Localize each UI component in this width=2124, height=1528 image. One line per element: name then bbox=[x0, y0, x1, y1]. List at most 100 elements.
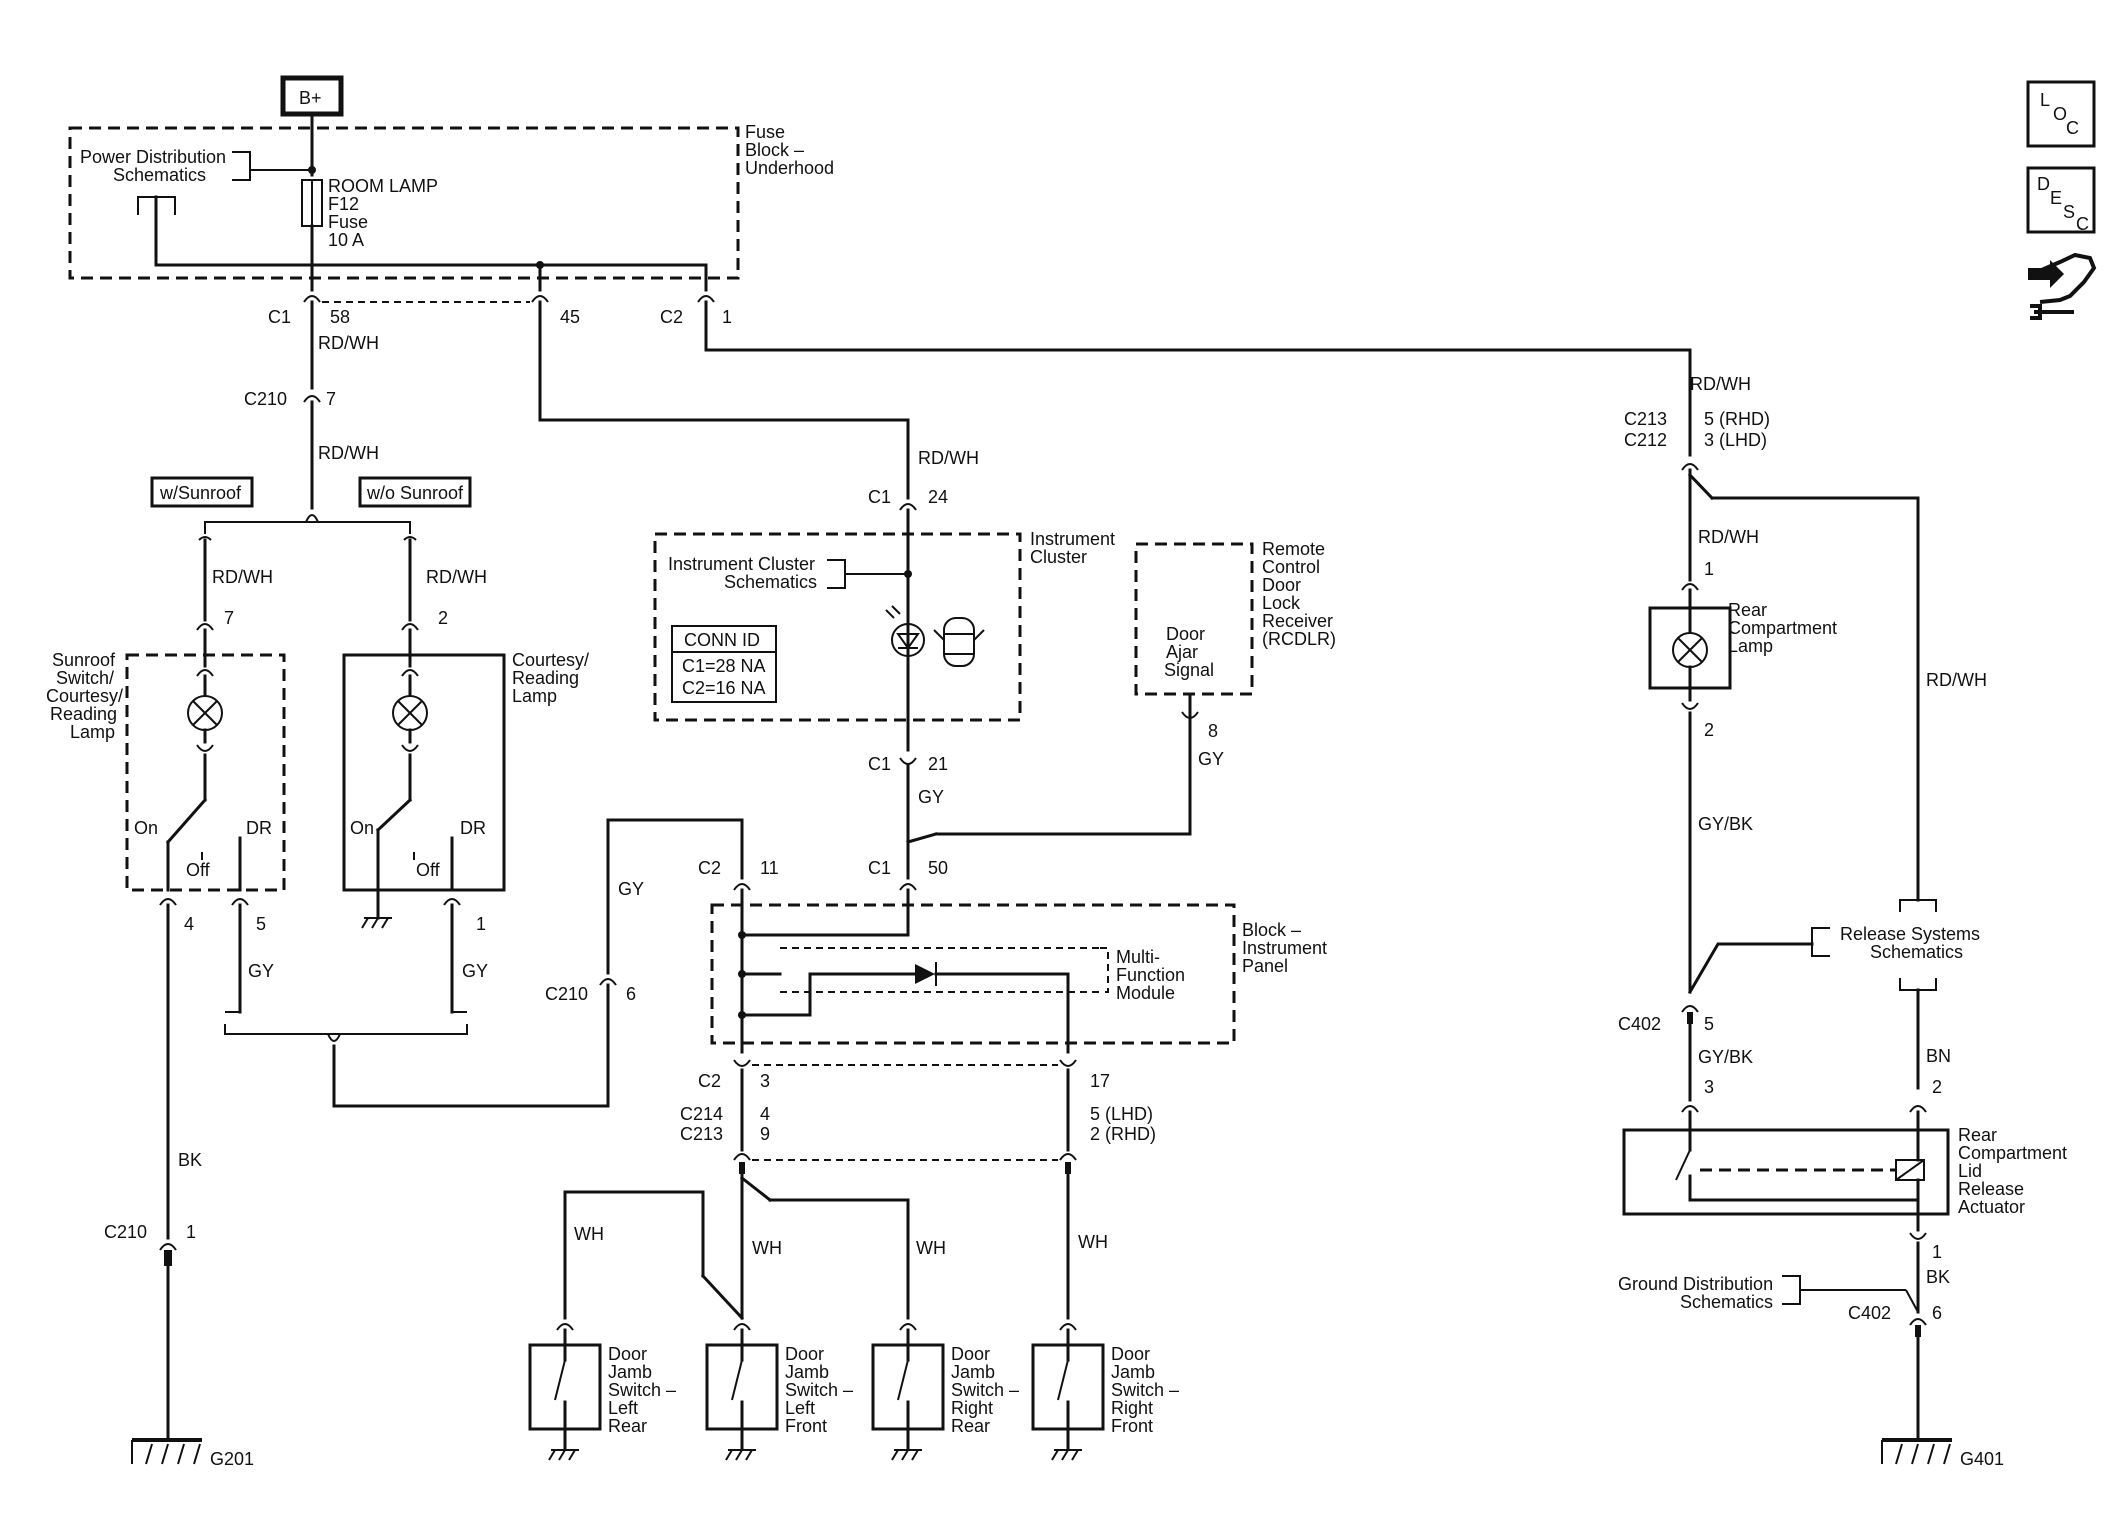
svg-text:F12: F12 bbox=[328, 194, 359, 214]
svg-text:GY: GY bbox=[248, 961, 274, 981]
svg-text:C1: C1 bbox=[268, 307, 291, 327]
svg-text:Rear: Rear bbox=[608, 1416, 647, 1436]
svg-text:C: C bbox=[2076, 214, 2089, 234]
connector-c210-6: C210 6 bbox=[545, 978, 636, 1004]
svg-text:Cluster: Cluster bbox=[1030, 547, 1087, 567]
svg-text:BK: BK bbox=[178, 1150, 202, 1170]
svg-text:2 (RHD): 2 (RHD) bbox=[1090, 1124, 1156, 1144]
svg-text:Schematics: Schematics bbox=[1870, 942, 1963, 962]
fuse-block-underhood: Fuse Block – Underhood bbox=[68, 122, 834, 280]
svg-text:3 (LHD): 3 (LHD) bbox=[1704, 430, 1767, 450]
svg-text:Jamb: Jamb bbox=[1111, 1362, 1155, 1382]
connector-c1-24: C1 24 bbox=[868, 487, 948, 511]
svg-text:5 (RHD): 5 (RHD) bbox=[1704, 409, 1770, 429]
remote-control-door-lock-receiver: Remote Control Door Lock Receiver (RCDLR… bbox=[1134, 539, 1336, 714]
svg-text:C210: C210 bbox=[244, 389, 287, 409]
svg-text:GY: GY bbox=[918, 787, 944, 807]
svg-text:RD/WH: RD/WH bbox=[918, 448, 979, 468]
location-view-button[interactable]: L O C bbox=[2026, 80, 2096, 148]
ground-distribution-schematics-link[interactable]: Ground Distribution Schematics bbox=[1618, 1274, 1801, 1312]
svg-text:6: 6 bbox=[626, 984, 636, 1004]
svg-text:RD/WH: RD/WH bbox=[426, 567, 487, 587]
door-jamb-switch-right-rear: Door Jamb Switch – Right Rear bbox=[871, 1323, 1019, 1461]
svg-text:Right: Right bbox=[951, 1398, 993, 1418]
door-ajar-indicator-icon bbox=[885, 605, 985, 667]
svg-text:Control: Control bbox=[1262, 557, 1320, 577]
svg-text:Power Distribution: Power Distribution bbox=[80, 147, 226, 167]
svg-text:5 (LHD): 5 (LHD) bbox=[1090, 1104, 1153, 1124]
svg-text:C214: C214 bbox=[680, 1104, 723, 1124]
svg-text:1: 1 bbox=[476, 914, 486, 934]
svg-text:1: 1 bbox=[1932, 1242, 1942, 1262]
svg-text:B+: B+ bbox=[299, 88, 322, 108]
connector-c1-58: C1 58 bbox=[268, 295, 350, 327]
svg-text:Rear: Rear bbox=[1728, 600, 1767, 620]
svg-text:Switch –: Switch – bbox=[1111, 1380, 1179, 1400]
svg-text:4: 4 bbox=[760, 1104, 770, 1124]
connector-c1-45: 45 bbox=[531, 295, 580, 327]
svg-text:Schematics: Schematics bbox=[724, 572, 817, 592]
svg-text:Schematics: Schematics bbox=[113, 165, 206, 185]
svg-text:Function: Function bbox=[1116, 965, 1185, 985]
svg-text:WH: WH bbox=[916, 1238, 946, 1258]
svg-text:C2: C2 bbox=[660, 307, 683, 327]
svg-text:10 A: 10 A bbox=[328, 230, 364, 250]
multi-function-module: Multi- Function Module bbox=[780, 947, 1185, 1003]
description-view-button[interactable]: D E S C bbox=[2026, 166, 2096, 234]
svg-text:C402: C402 bbox=[1618, 1014, 1661, 1034]
svg-text:1: 1 bbox=[722, 307, 732, 327]
svg-text:Release: Release bbox=[1958, 1179, 2024, 1199]
svg-text:L: L bbox=[2040, 90, 2050, 110]
connector-c2-1: C2 1 bbox=[660, 295, 732, 327]
svg-text:G401: G401 bbox=[1960, 1449, 2004, 1469]
svg-text:Panel: Panel bbox=[1242, 956, 1288, 976]
connector-c214-c213: C214 C213 4 9 5 (LHD) 2 (RHD) bbox=[680, 1104, 1156, 1161]
svg-text:D: D bbox=[2037, 174, 2050, 194]
svg-text:Schematics: Schematics bbox=[1680, 1292, 1773, 1312]
svg-text:Ajar: Ajar bbox=[1166, 642, 1198, 662]
svg-text:ROOM LAMP: ROOM LAMP bbox=[328, 176, 438, 196]
instrument-cluster: Instrument Cluster Instrument Cluster Sc… bbox=[653, 508, 1115, 722]
svg-text:Door: Door bbox=[951, 1344, 990, 1364]
svg-text:Compartment: Compartment bbox=[1728, 618, 1837, 638]
svg-text:Fuse: Fuse bbox=[328, 212, 368, 232]
svg-text:Off: Off bbox=[416, 860, 441, 880]
svg-text:4: 4 bbox=[184, 914, 194, 934]
svg-text:C210: C210 bbox=[104, 1222, 147, 1242]
connector-c402-5: C402 5 bbox=[1618, 1005, 1714, 1034]
svg-text:GY/BK: GY/BK bbox=[1698, 1047, 1753, 1067]
ground-g201: G201 bbox=[131, 1438, 254, 1469]
power-distribution-schematics-link[interactable]: Power Distribution Schematics bbox=[80, 147, 251, 185]
svg-text:On: On bbox=[134, 818, 158, 838]
without-sunroof-option-tag: w/o Sunroof bbox=[358, 476, 472, 508]
connector-c1-21: C1 21 bbox=[868, 718, 948, 774]
svg-text:BN: BN bbox=[1926, 1046, 1951, 1066]
svg-text:C213: C213 bbox=[680, 1124, 723, 1144]
svg-text:Right: Right bbox=[1111, 1398, 1153, 1418]
svg-text:Instrument: Instrument bbox=[1030, 529, 1115, 549]
room-lamp-fuse: ROOM LAMP F12 Fuse 10 A bbox=[301, 176, 438, 250]
svg-text:11: 11 bbox=[760, 858, 779, 878]
courtesy-reading-lamp: Courtesy/ Reading Lamp 2 On Off DR bbox=[342, 608, 589, 920]
b-plus-terminal: B+ bbox=[280, 75, 344, 117]
svg-text:C1: C1 bbox=[868, 754, 891, 774]
door-jamb-switch-left-front: Door Jamb Switch – Left Front bbox=[705, 1323, 853, 1461]
svg-text:GY: GY bbox=[618, 879, 644, 899]
svg-text:DR: DR bbox=[246, 818, 272, 838]
svg-text:Multi-: Multi- bbox=[1116, 947, 1160, 967]
svg-text:G201: G201 bbox=[210, 1449, 254, 1469]
svg-text:Lamp: Lamp bbox=[512, 686, 557, 706]
connector-c210-1: C210 1 bbox=[104, 1222, 196, 1266]
svg-text:Front: Front bbox=[785, 1416, 827, 1436]
svg-text:6: 6 bbox=[1932, 1303, 1942, 1323]
release-systems-schematics-link[interactable]: Release Systems Schematics bbox=[1811, 924, 1980, 962]
svg-text:2: 2 bbox=[1932, 1077, 1942, 1097]
service-hand-tool-icon[interactable] bbox=[2028, 252, 2097, 320]
svg-text:3: 3 bbox=[1704, 1077, 1714, 1097]
svg-text:17: 17 bbox=[1090, 1071, 1110, 1091]
svg-text:GY: GY bbox=[1198, 749, 1224, 769]
svg-text:Ground Distribution: Ground Distribution bbox=[1618, 1274, 1773, 1294]
svg-text:Courtesy/: Courtesy/ bbox=[46, 686, 123, 706]
instrument-cluster-schematics-link[interactable]: Instrument Cluster Schematics bbox=[668, 554, 846, 592]
